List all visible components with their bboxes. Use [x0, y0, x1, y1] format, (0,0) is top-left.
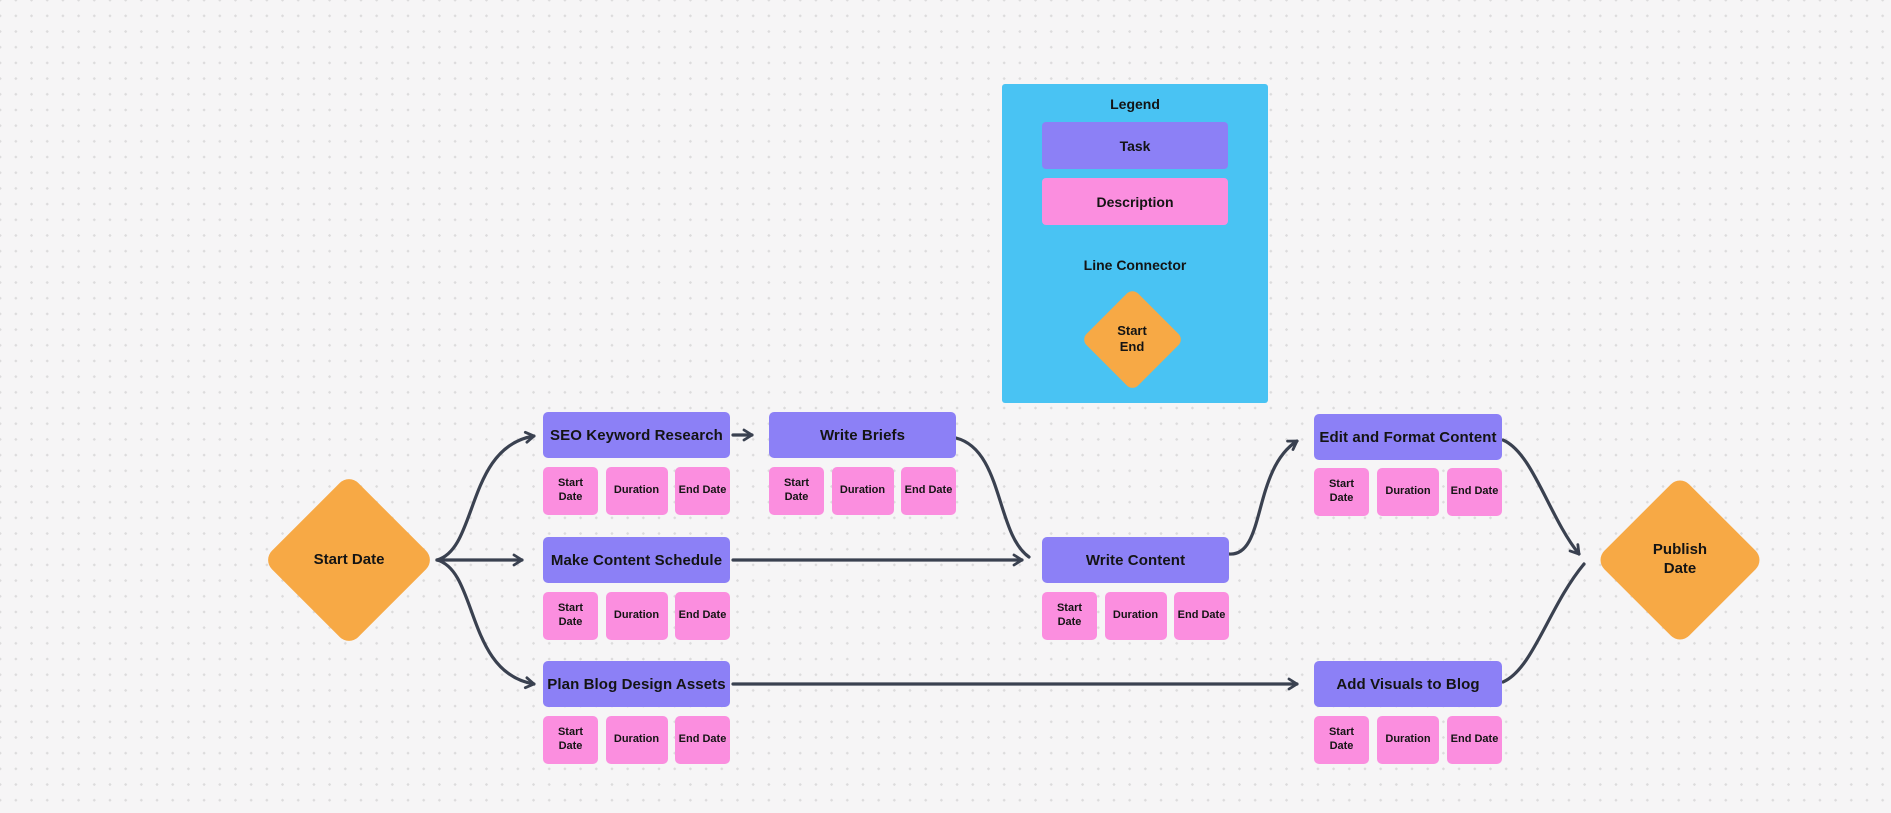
legend-task-label: Task [1119, 137, 1151, 154]
legend-task-sample[interactable]: Task [1042, 122, 1228, 169]
field-duration[interactable]: Duration [605, 592, 668, 640]
task-edit-and-format-content[interactable]: Edit and Format Content [1314, 414, 1502, 460]
task-write-content[interactable]: Write Content [1042, 537, 1229, 583]
task-plan-blog-design-assets[interactable]: Plan Blog Design Assets [543, 661, 730, 707]
node-publish-date[interactable]: Publish Date [1595, 475, 1765, 645]
task-label: Make Content Schedule [550, 551, 723, 569]
field-row-briefs: Start Date Duration End Date [769, 467, 956, 515]
field-duration[interactable]: Duration [831, 467, 894, 515]
field-row-edit: Start Date Duration End Date [1314, 468, 1502, 516]
task-label: Plan Blog Design Assets [547, 675, 726, 693]
field-duration[interactable]: Duration [1377, 716, 1439, 764]
connector-start-to-seo[interactable] [435, 430, 536, 562]
legend-description-label: Description [1096, 193, 1174, 210]
field-start-date[interactable]: Start Date [1314, 468, 1369, 516]
field-end-date[interactable]: End Date [1447, 716, 1502, 764]
field-duration[interactable]: Duration [1104, 592, 1167, 640]
field-start-date[interactable]: Start Date [1314, 716, 1369, 764]
legend-terminator-sample[interactable]: Start End [1080, 287, 1184, 391]
task-label: Edit and Format Content [1319, 428, 1497, 446]
connector-writecontent-to-edit[interactable] [1227, 439, 1299, 556]
legend-terminator-label: Start End [1117, 323, 1147, 356]
field-label: Duration [1385, 733, 1431, 746]
field-start-date[interactable]: Start Date [1042, 592, 1097, 640]
task-add-visuals-to-blog[interactable]: Add Visuals to Blog [1314, 661, 1502, 707]
task-label: SEO Keyword Research [550, 426, 723, 444]
field-start-date[interactable]: Start Date [543, 716, 598, 764]
field-label: Duration [613, 609, 660, 622]
field-duration[interactable]: Duration [1377, 468, 1439, 516]
field-label: End Date [678, 609, 727, 622]
field-start-date[interactable]: Start Date [543, 467, 598, 515]
field-label: Duration [839, 484, 886, 497]
publish-date-label: Publish Date [1652, 541, 1708, 577]
task-label: Write Briefs [819, 426, 906, 444]
field-end-date[interactable]: End Date [1447, 468, 1502, 516]
field-duration[interactable]: Duration [605, 467, 668, 515]
task-seo-keyword-research[interactable]: SEO Keyword Research [543, 412, 730, 458]
field-label: End Date [678, 484, 727, 497]
field-start-date[interactable]: Start Date [769, 467, 824, 515]
field-label: Start Date [783, 477, 810, 503]
field-label: End Date [1450, 485, 1499, 498]
field-label: Start Date [1328, 478, 1355, 504]
legend-title: Legend [1110, 96, 1160, 112]
field-label: Start Date [557, 602, 584, 628]
field-label: Start Date [557, 726, 584, 752]
field-end-date[interactable]: End Date [675, 467, 730, 515]
field-start-date[interactable]: Start Date [543, 592, 598, 640]
start-date-label: Start Date [313, 550, 385, 568]
field-label: End Date [1450, 733, 1499, 746]
field-end-date[interactable]: End Date [1174, 592, 1229, 640]
node-start-date[interactable]: Start Date [262, 473, 436, 647]
field-row-writecontent: Start Date Duration End Date [1042, 592, 1229, 640]
field-label: Start Date [557, 477, 584, 503]
field-row-visuals: Start Date Duration End Date [1314, 716, 1502, 764]
field-label: Duration [613, 484, 660, 497]
field-label: Duration [1112, 609, 1159, 622]
field-row-schedule: Start Date Duration End Date [543, 592, 730, 640]
field-end-date[interactable]: End Date [675, 592, 730, 640]
field-duration[interactable]: Duration [605, 716, 668, 764]
field-label: End Date [904, 484, 953, 497]
task-label: Add Visuals to Blog [1336, 675, 1480, 693]
task-write-briefs[interactable]: Write Briefs [769, 412, 956, 458]
field-end-date[interactable]: End Date [901, 467, 956, 515]
field-end-date[interactable]: End Date [675, 716, 730, 764]
field-label: Duration [1385, 485, 1431, 498]
connector-visuals-to-publish[interactable] [1501, 562, 1586, 684]
legend-terminator-line1: Start [1117, 322, 1147, 338]
task-make-content-schedule[interactable]: Make Content Schedule [543, 537, 730, 583]
legend-description-sample[interactable]: Description [1042, 178, 1228, 225]
connector-briefs-to-writecontent[interactable] [954, 436, 1031, 559]
field-label: End Date [1177, 609, 1226, 622]
legend-panel[interactable]: Legend Task Description Line Connector [1002, 84, 1268, 403]
field-row-plan: Start Date Duration End Date [543, 716, 730, 764]
field-label: End Date [678, 733, 727, 746]
field-row-seo: Start Date Duration End Date [543, 467, 730, 515]
legend-terminator-line2: End [1119, 339, 1145, 354]
legend-connector-label: Line Connector [1083, 257, 1187, 273]
task-label: Write Content [1085, 551, 1186, 569]
field-label: Duration [613, 733, 660, 746]
connector-edit-to-publish[interactable] [1501, 438, 1581, 556]
field-label: Start Date [1056, 602, 1083, 628]
connector-start-to-plan[interactable] [435, 558, 536, 690]
field-label: Start Date [1328, 726, 1355, 752]
